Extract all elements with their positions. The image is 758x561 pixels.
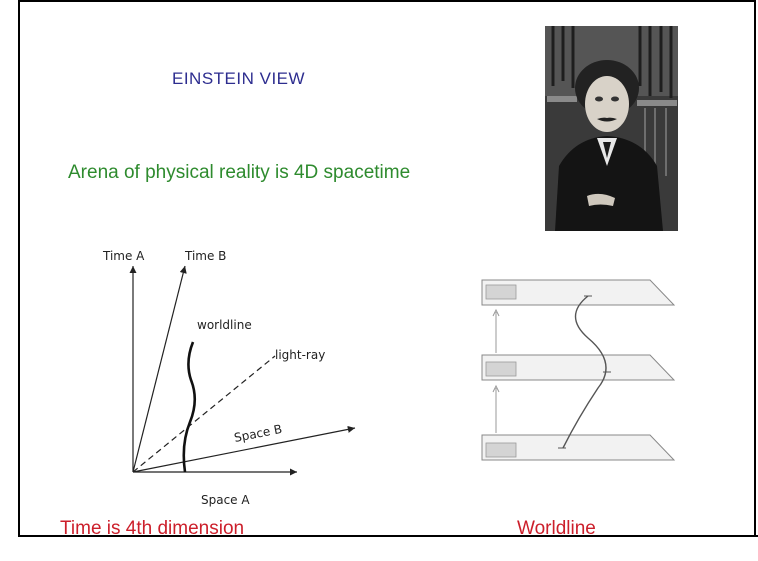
time-a-label: Time A [102, 249, 145, 263]
clock-icon-top [486, 285, 516, 299]
spacetime-diagram: Time A Time B worldline light-ray Space … [85, 232, 385, 517]
space-a-label: Space A [201, 493, 250, 507]
space-b-label: Space B [233, 422, 283, 445]
einstein-portrait-photo [545, 26, 678, 231]
clock-icon-middle [486, 362, 516, 376]
worldline-label: worldline [197, 318, 252, 332]
time-b-axis [133, 266, 185, 472]
caption-worldline: Worldline [517, 518, 596, 540]
slide-title: EINSTEIN VIEW [172, 69, 305, 89]
worldline-planes-diagram [468, 258, 680, 470]
worldline-curve [184, 342, 195, 472]
caption-time-dimension: Time is 4th dimension [60, 518, 244, 540]
light-ray-line [133, 356, 275, 472]
clock-icon-bottom [486, 443, 516, 457]
light-ray-label: light-ray [275, 348, 325, 362]
time-b-label: Time B [184, 249, 226, 263]
slide-subtitle: Arena of physical reality is 4D spacetim… [68, 162, 410, 184]
